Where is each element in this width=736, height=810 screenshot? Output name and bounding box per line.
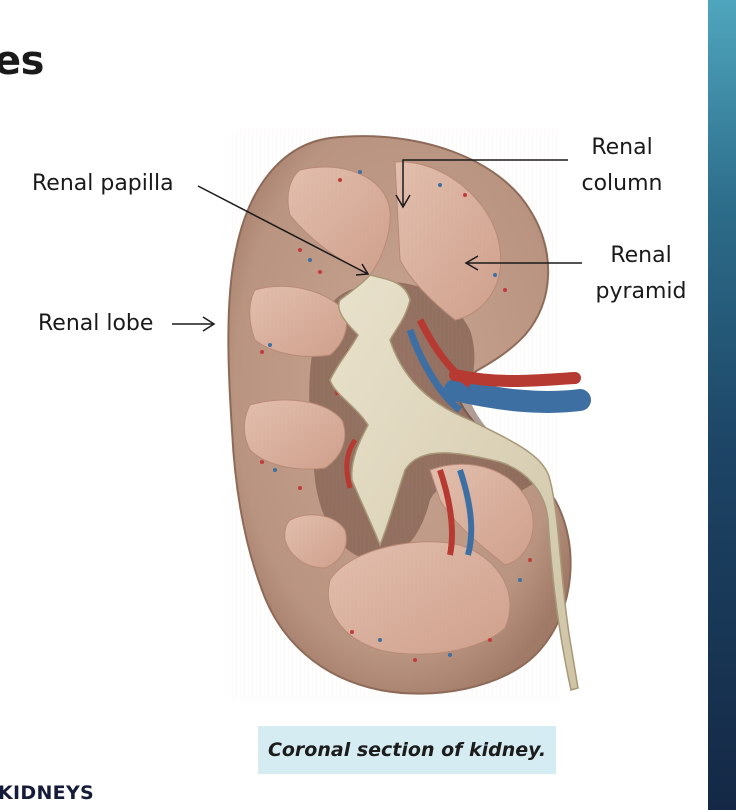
accent-side-bar: [708, 0, 736, 810]
papilla-arrowhead: [355, 263, 370, 276]
figure-caption: Coronal section of kidney.: [258, 726, 556, 774]
label-renal-pyramid: Renal pyramid: [588, 238, 694, 310]
label-renal-pyramid-line1: Renal: [610, 243, 672, 268]
pyramid-arrowhead: [464, 255, 479, 271]
papilla-leader: [197, 185, 369, 275]
label-leader-lines: [172, 159, 582, 332]
slide-title: es: [0, 38, 44, 84]
column-leader: [402, 159, 568, 205]
column-arrowhead: [395, 194, 411, 209]
label-renal-pyramid-line2: pyramid: [595, 279, 687, 304]
label-renal-column-line1: Renal: [591, 135, 653, 160]
renal-pelvis: [329, 274, 579, 691]
label-renal-lobe: Renal lobe: [38, 311, 154, 336]
lobe-arrowhead: [202, 316, 216, 332]
label-renal-column: Renal column: [574, 130, 670, 202]
footer-section-name: KIDNEYS: [0, 782, 94, 804]
label-renal-column-line2: column: [581, 171, 663, 196]
label-renal-papilla: Renal papilla: [32, 171, 174, 196]
cortical-vessel-dots: [260, 178, 532, 662]
